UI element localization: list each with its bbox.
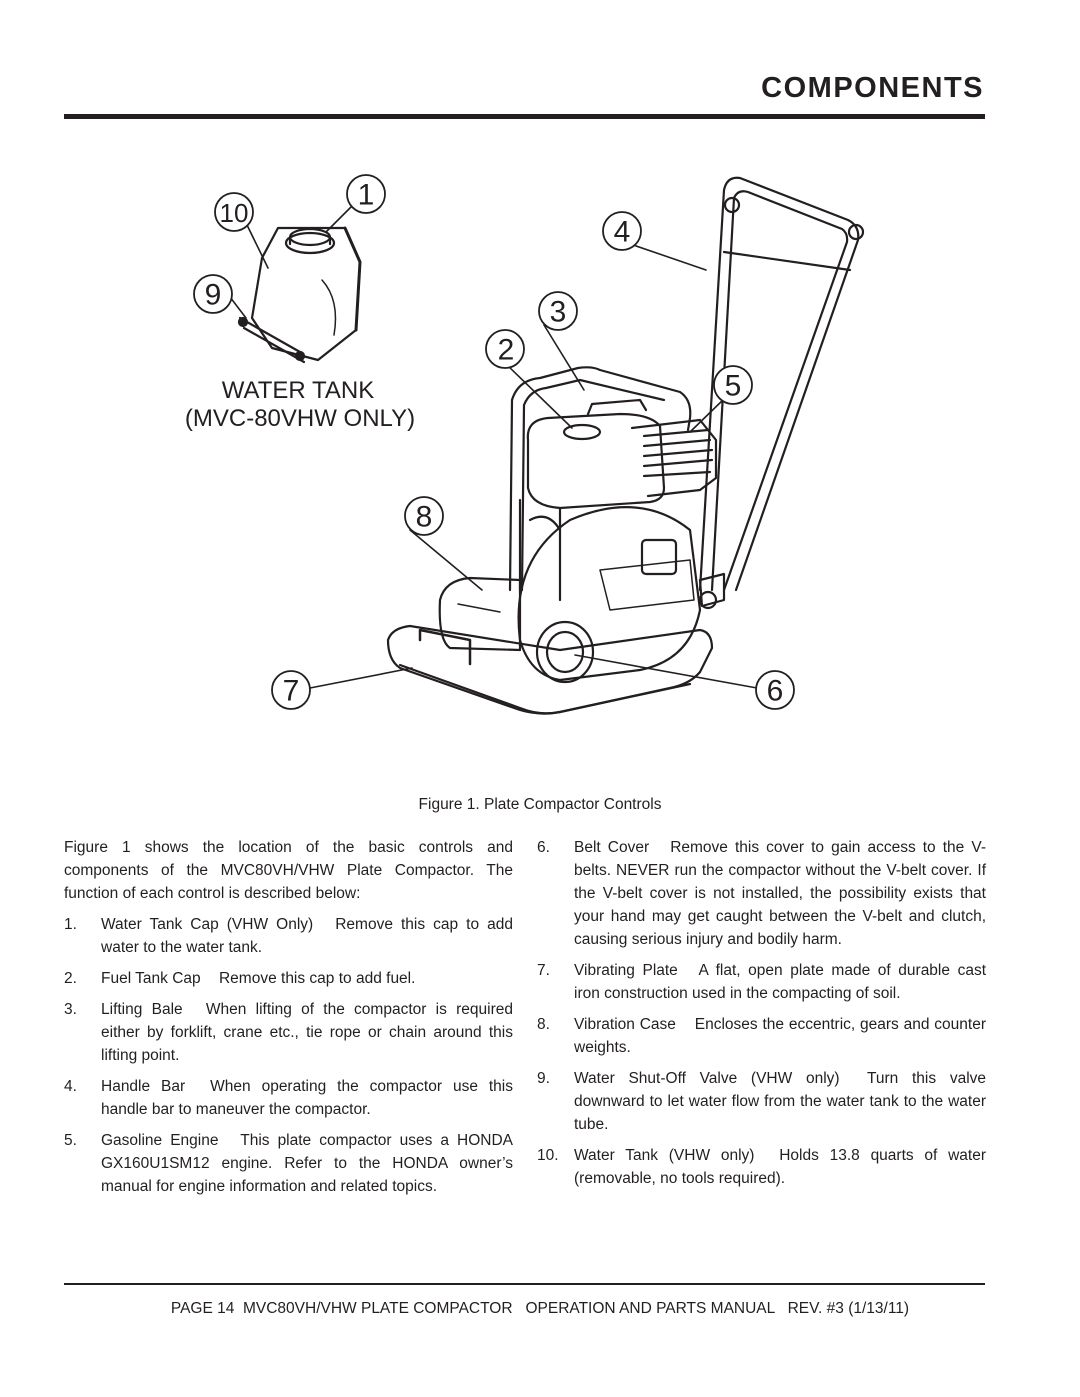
- figure-caption: Figure 1. Plate Compactor Controls: [418, 796, 662, 813]
- list-item: 8. Vibration Case Encloses the eccentric…: [537, 1013, 986, 1059]
- item-number: 3.: [64, 1001, 77, 1018]
- plate-compactor-figure: 1 2 3 4 5 6 7 8 9 10 WATER TANK (MVC-80V…: [185, 174, 865, 715]
- page-footer: PAGE 14 MVC80VH/VHW PLATE COMPACTOR OPER…: [170, 1300, 910, 1317]
- item-description: A flat, open plate made of durable cast …: [574, 962, 987, 1002]
- callout-9: 9: [205, 279, 222, 312]
- item-name: Gasoline Engine: [101, 1132, 219, 1149]
- list-item: 9. Water Shut-Off Valve (VHW only) Turn …: [537, 1067, 986, 1136]
- item-name: Water Shut-Off Valve (VHW only): [574, 1070, 840, 1087]
- list-item: 6. Belt Cover Remove this cover to gain …: [537, 836, 986, 951]
- left-column: Figure 1 shows the location of the basic…: [64, 836, 513, 1206]
- item-name: Water Tank (VHW only): [574, 1147, 755, 1164]
- intro-paragraph: Figure 1 shows the location of the basic…: [64, 839, 513, 902]
- water-tank-caption-line1: WATER TANK: [222, 377, 374, 404]
- item-description: When operating the compactor use this ha…: [101, 1078, 513, 1118]
- item-number: 7.: [537, 962, 550, 979]
- item-description: Remove this cover to gain access to the …: [574, 839, 986, 948]
- item-description: Remove this cap to add water to the wate…: [101, 916, 513, 956]
- item-name: Lifting Bale: [101, 1001, 183, 1018]
- callout-1: 1: [358, 179, 375, 212]
- callout-10: 10: [220, 198, 249, 228]
- handle-bar-drawing: [698, 176, 865, 610]
- item-name: Water Tank Cap (VHW Only): [101, 916, 314, 933]
- callout-7: 7: [283, 675, 300, 708]
- item-description: This plate compactor uses a HONDA GX160U…: [101, 1132, 514, 1195]
- item-description: Remove this cap to add fuel.: [218, 970, 416, 987]
- vibration-case-drawing: [438, 576, 522, 652]
- list-item: 2. Fuel Tank Cap Remove this cap to add …: [64, 967, 513, 990]
- item-name: Belt Cover: [574, 839, 650, 856]
- belt-cover-drawing: [517, 506, 702, 684]
- right-column: 6. Belt Cover Remove this cover to gain …: [537, 836, 986, 1198]
- item-number: 8.: [537, 1016, 550, 1033]
- callout-8: 8: [416, 501, 433, 534]
- list-item: 5. Gasoline Engine This plate compactor …: [64, 1129, 513, 1198]
- item-name: Fuel Tank Cap: [101, 970, 201, 987]
- item-name: Handle Bar: [101, 1078, 186, 1095]
- footer-rule: [64, 1283, 985, 1285]
- callout-leaders: [229, 205, 758, 689]
- engine-drawing: [518, 398, 718, 602]
- callout-4: 4: [614, 216, 631, 249]
- item-number: 4.: [64, 1078, 77, 1095]
- lifting-bale-drawing: [508, 366, 692, 592]
- item-number: 6.: [537, 839, 550, 856]
- vibrating-plate-drawing: [386, 624, 714, 715]
- page-title: COMPONENTS: [761, 72, 984, 104]
- item-number: 9.: [537, 1070, 550, 1087]
- list-item: 10. Water Tank (VHW only) Holds 13.8 qua…: [537, 1144, 986, 1190]
- callout-2: 2: [498, 334, 515, 367]
- item-description: Turn this valve downward to let water fl…: [574, 1070, 987, 1133]
- list-item: 4. Handle Bar When operating the compact…: [64, 1075, 513, 1121]
- item-number: 10.: [537, 1147, 559, 1164]
- water-tank-drawing: [237, 226, 362, 364]
- list-item: 7. Vibrating Plate A flat, open plate ma…: [537, 959, 986, 1005]
- item-description: Holds 13.8 quarts of water (removable, n…: [574, 1147, 987, 1187]
- list-item: 1. Water Tank Cap (VHW Only) Remove this…: [64, 913, 513, 959]
- item-number: 5.: [64, 1132, 77, 1149]
- callout-3: 3: [550, 296, 567, 329]
- item-name: Vibration Case: [574, 1016, 676, 1033]
- item-number: 2.: [64, 970, 77, 987]
- callout-5: 5: [725, 370, 742, 403]
- item-description: Encloses the eccentric, gears and counte…: [574, 1016, 987, 1056]
- item-description: When lifting of the compactor is require…: [101, 1001, 513, 1064]
- item-number: 1.: [64, 916, 77, 933]
- header-rule: [64, 114, 985, 119]
- water-tank-caption-line2: (MVC-80VHW ONLY): [185, 405, 415, 432]
- item-name: Vibrating Plate: [574, 962, 678, 979]
- callout-6: 6: [767, 675, 784, 708]
- list-item: 3. Lifting Bale When lifting of the comp…: [64, 998, 513, 1067]
